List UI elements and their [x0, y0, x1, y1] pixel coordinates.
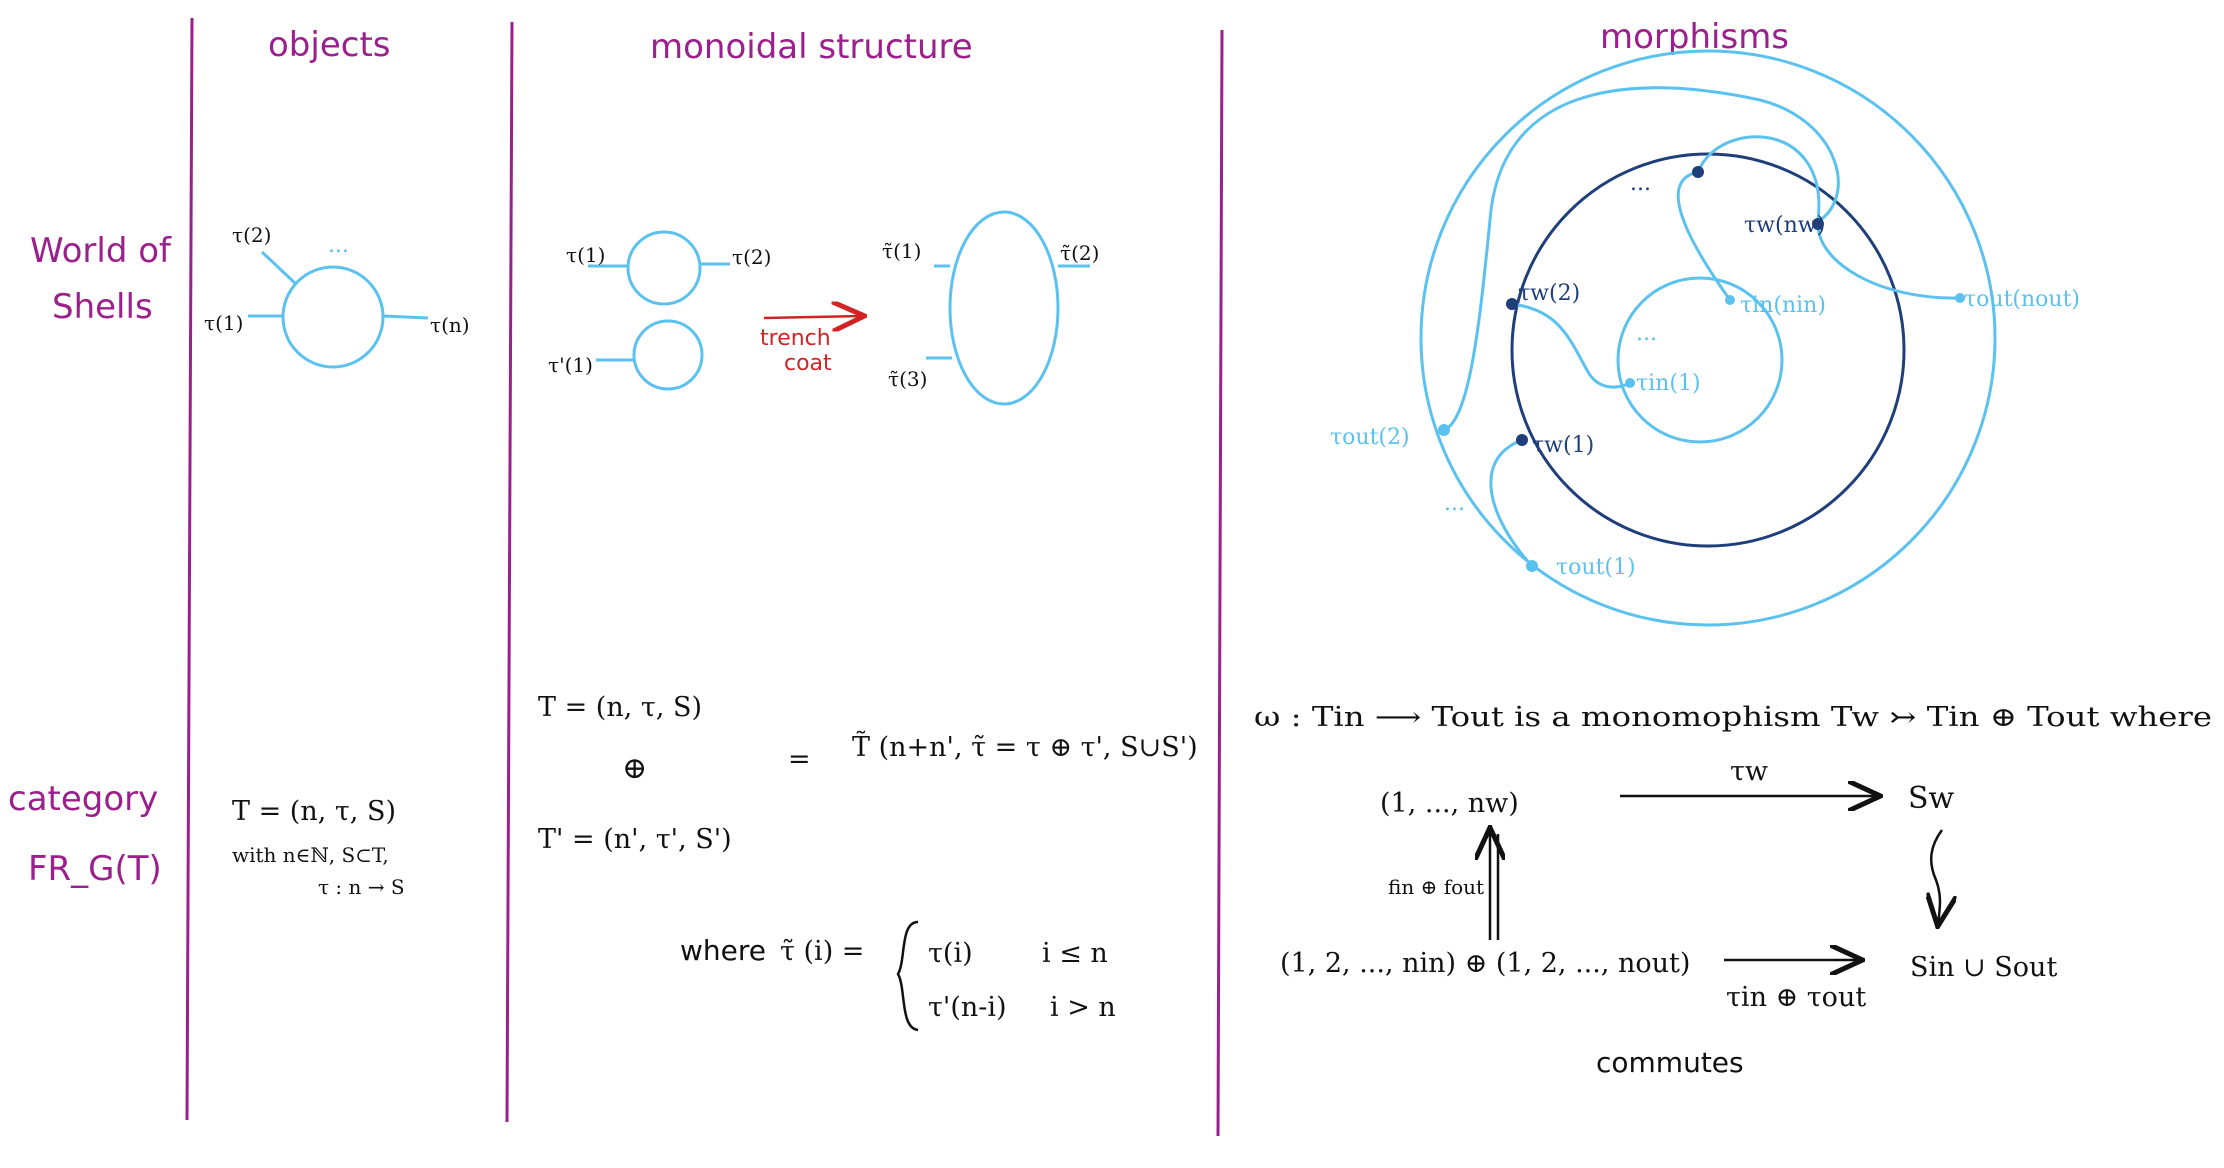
cd-right-arrow	[1931, 829, 1942, 924]
mon-ttau2: τ̃(2)	[1060, 241, 1099, 265]
mon-ttau3: τ̃(3)	[888, 367, 927, 391]
obj-tau1: τ(1)	[204, 311, 243, 335]
inner-shell	[1616, 276, 1784, 444]
mon-cat-T: T = (n, τ, S)	[538, 692, 702, 723]
header-objects: objects	[268, 25, 391, 65]
row-label-category-2: FR_G(T)	[28, 849, 162, 889]
mon-cat-eq: =	[788, 744, 811, 775]
header-monoidal: monoidal structure	[650, 27, 973, 67]
morph-statement: ω : Tin ⟶ Tout is a monomophism Tw ↣ Tin…	[1254, 702, 2212, 733]
mon-cat-taui: τ̃ (i) =	[780, 936, 864, 967]
cd-top-arrow-label: τw	[1730, 756, 1768, 787]
monoidal-shell-right	[926, 210, 1090, 406]
row-label-category-1: category	[8, 779, 158, 819]
obj-cat-line1: T = (n, τ, S)	[232, 796, 396, 827]
coat-label: coat	[784, 351, 832, 376]
obj-tau2: τ(2)	[232, 223, 271, 247]
middle-shell	[1510, 152, 1906, 548]
obj-cat-line2: with n∈ℕ, S⊂T,	[232, 843, 389, 867]
cd-top-right: Sw	[1908, 781, 1955, 816]
obj-taun: τ(n)	[430, 313, 470, 337]
row-label-world-1: World of	[30, 231, 172, 271]
mon-cat-cond1: i ≤ n	[1042, 938, 1108, 969]
cd-left-arrow-label: fin ⊕ fout	[1388, 875, 1484, 899]
monoidal-shell-left	[588, 230, 730, 391]
morph-dots-inner: ...	[1636, 321, 1657, 346]
mon-cat-case1: τ(i)	[928, 938, 973, 969]
morph-tout-2: τout(2)	[1330, 425, 1410, 450]
obj-dots: ...	[328, 233, 349, 258]
morph-tin-nin: τin(nin)	[1740, 293, 1826, 318]
morph-tw-1: τw(1)	[1532, 433, 1594, 458]
cd-bottom-arrow-label: τin ⊕ τout	[1726, 982, 1866, 1013]
mon-taup1: τ'(1)	[548, 353, 593, 377]
cd-top-left: (1, ..., nw)	[1380, 788, 1519, 819]
divider-1	[185, 17, 194, 1121]
morphisms-shell	[1419, 49, 1997, 627]
trench-coat-arrow	[763, 316, 862, 318]
morph-dots-top: ...	[1630, 171, 1651, 196]
morph-tin-1: τin(1)	[1636, 371, 1701, 396]
mon-tau2: τ(2)	[732, 245, 771, 269]
morph-tw-2: τw(2)	[1518, 281, 1580, 306]
outer-shell	[1419, 49, 1997, 627]
divider-2	[505, 21, 514, 1123]
obj-cat-line3: τ : n → S	[318, 875, 405, 899]
mon-tau1: τ(1)	[566, 243, 605, 267]
morph-dots-left: ...	[1444, 491, 1465, 516]
morph-tout-nout: τout(nout)	[1964, 287, 2080, 312]
trench-label: trench	[760, 326, 831, 351]
row-label-world-2: Shells	[52, 287, 153, 327]
mon-cat-where: where	[680, 934, 766, 967]
divider-3	[1216, 29, 1224, 1137]
mon-cat-Tp: T' = (n', τ', S')	[538, 824, 732, 855]
morph-tout-1: τout(1)	[1556, 555, 1636, 580]
cd-bottom-left: (1, 2, ..., nin) ⊕ (1, 2, ..., nout)	[1280, 948, 1690, 979]
mon-cat-oplus: ⊕	[622, 751, 647, 786]
mon-cat-brace	[896, 920, 919, 1032]
mon-cat-result: T̃ (n+n', τ̃ = τ ⊕ τ', S∪S')	[852, 730, 1198, 763]
morph-tw-nw: τw(nw)	[1744, 213, 1825, 238]
objects-shell	[248, 250, 429, 369]
mon-cat-cond2: i > n	[1050, 992, 1116, 1023]
cd-bottom-right: Sin ∪ Sout	[1910, 952, 2057, 983]
mon-cat-case2: τ'(n-i)	[928, 992, 1007, 1023]
mon-ttau1: τ̃(1)	[882, 239, 921, 263]
cd-commutes: commutes	[1596, 1046, 1744, 1079]
